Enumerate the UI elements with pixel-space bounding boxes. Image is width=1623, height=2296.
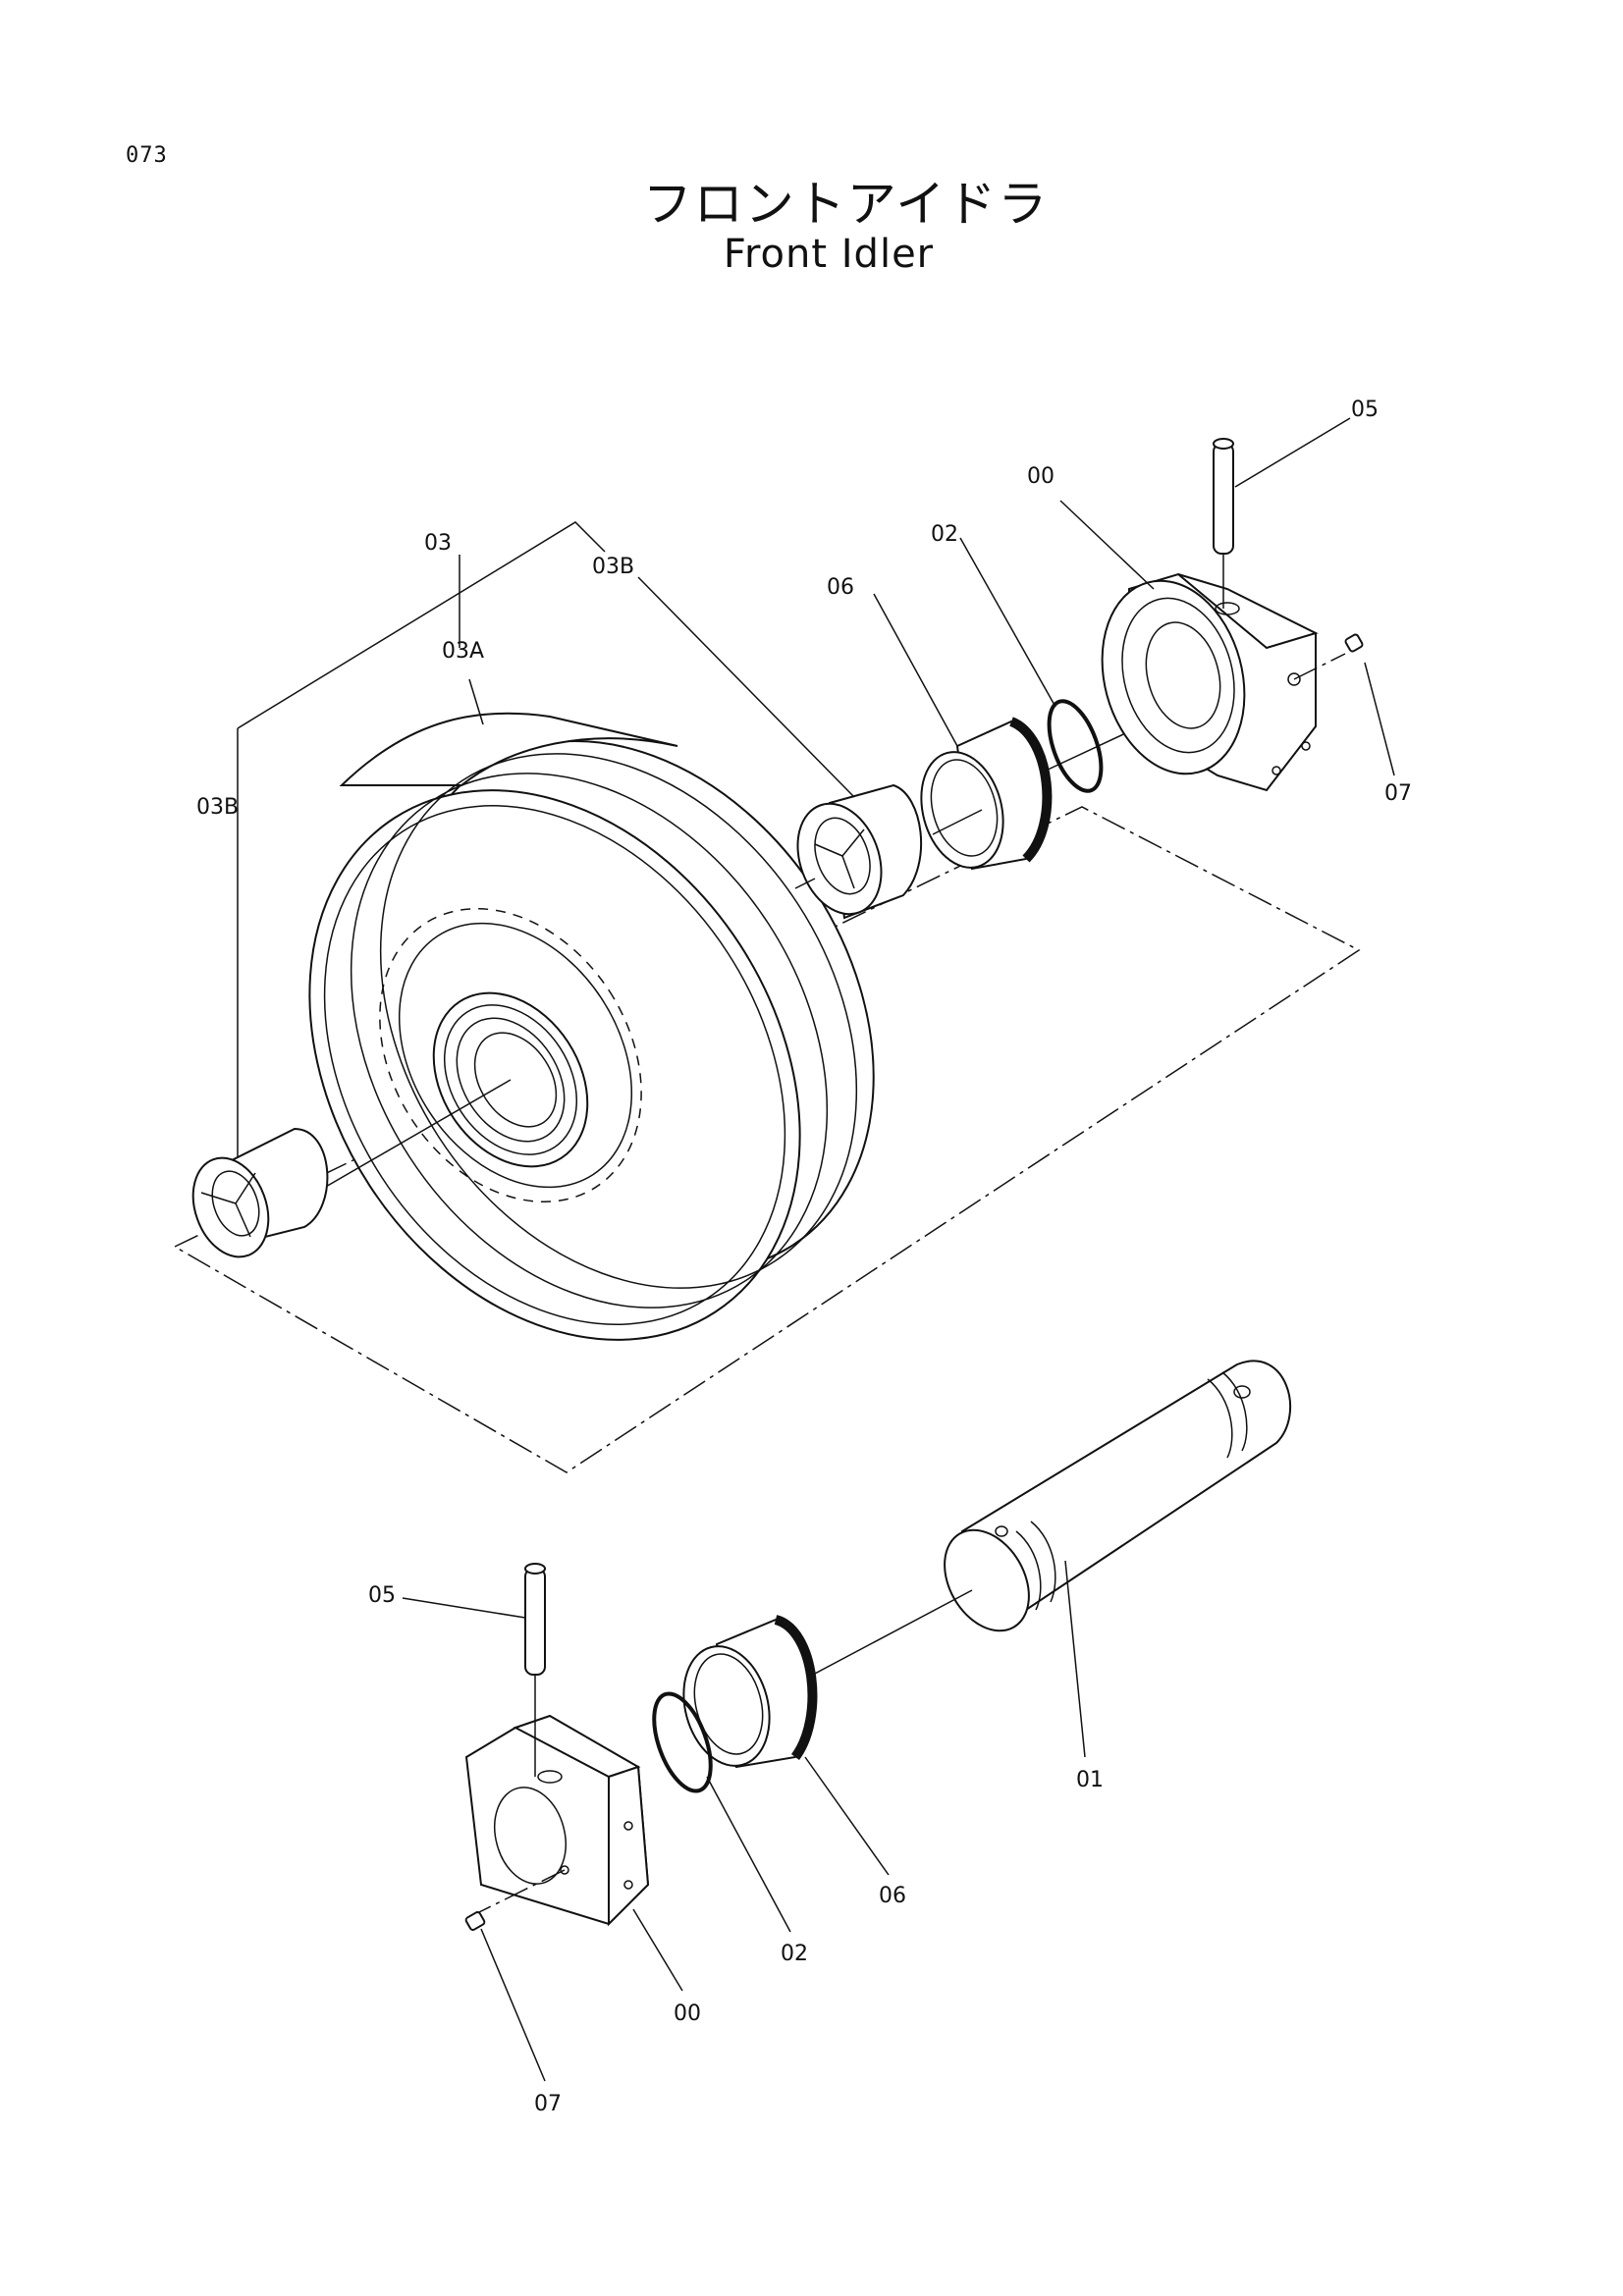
shaft (944, 1360, 1291, 1632)
page-number: 073 (126, 143, 168, 168)
pin-bottom (524, 1563, 546, 1777)
label-03: 03 (424, 531, 452, 556)
label-07-bottom: 07 (534, 2092, 562, 2116)
label-05-top: 05 (1351, 398, 1379, 422)
set-screw-bottom (464, 1911, 486, 1931)
label-06-bottom: 06 (879, 1884, 906, 1908)
label-03b-left: 03B (196, 795, 239, 820)
bracket-bottom (464, 1714, 650, 1927)
label-00-top: 00 (1027, 464, 1055, 489)
label-00-bottom: 00 (674, 2002, 701, 2026)
o-ring-top (1047, 699, 1104, 793)
label-03a: 03A (442, 639, 484, 664)
label-01: 01 (1076, 1768, 1104, 1792)
title-english: Front Idler (723, 232, 935, 277)
label-02-bottom: 02 (781, 1942, 808, 1966)
label-07-top: 07 (1384, 781, 1412, 806)
bracket-top (1101, 572, 1346, 792)
title-japanese: フロントアイドラ (642, 176, 1050, 233)
label-06-top: 06 (827, 575, 854, 600)
bushing-left (191, 1127, 329, 1258)
pin-top (1213, 438, 1234, 609)
label-03b-top: 03B (592, 555, 634, 579)
seal-top (920, 717, 1053, 871)
bushing-right (794, 783, 923, 920)
seal-bottom (682, 1615, 818, 1769)
label-02-top: 02 (931, 522, 958, 547)
idler-wheel (308, 712, 875, 1341)
set-screw-top (1344, 633, 1364, 653)
group-03-bracket (237, 521, 606, 1158)
label-05-bottom: 05 (368, 1583, 396, 1608)
o-ring-bottom (652, 1691, 713, 1793)
leader-lines (402, 417, 1395, 2082)
